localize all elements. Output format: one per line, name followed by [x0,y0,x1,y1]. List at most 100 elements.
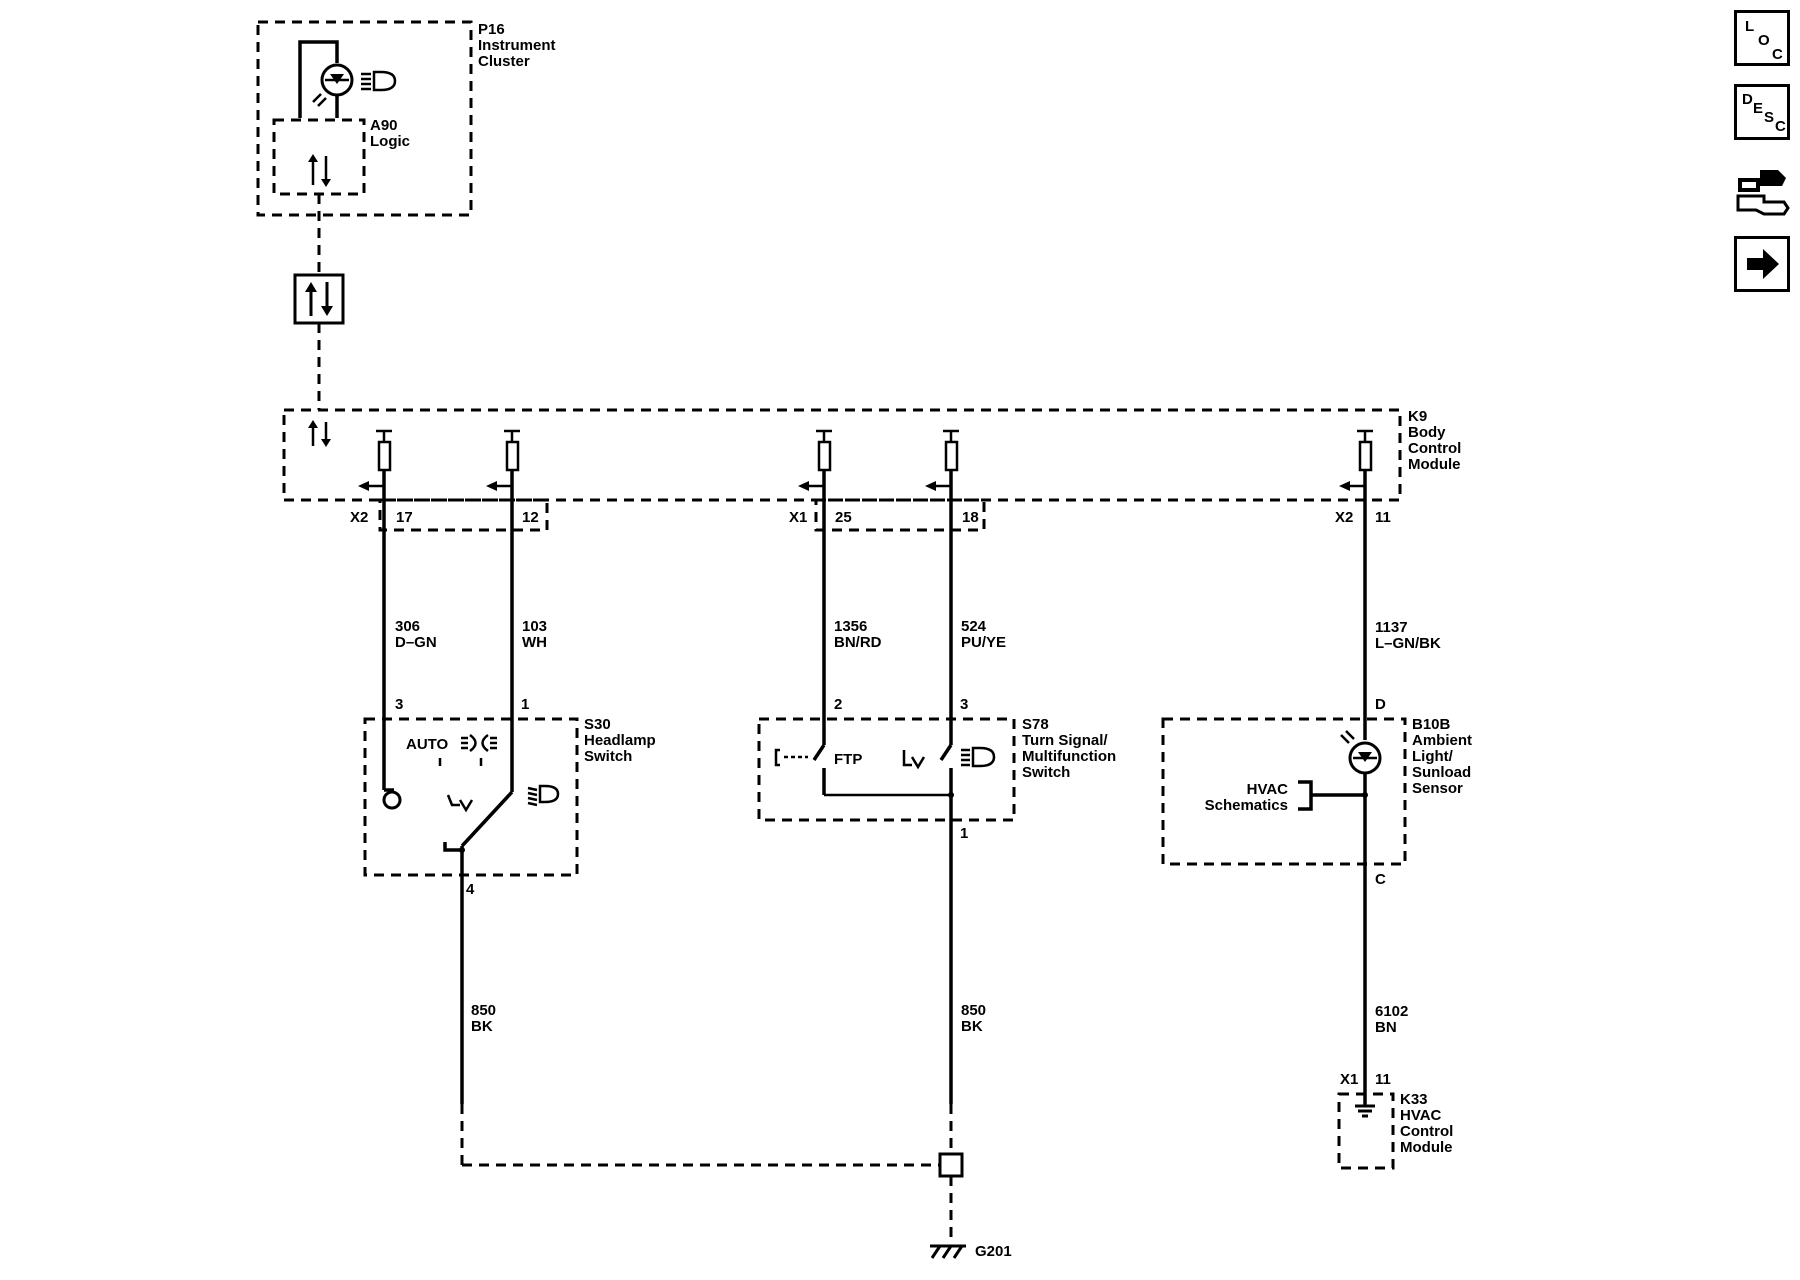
s78-pin-1: 1 [960,825,968,842]
k33-hvac-control-module: X1 11 K33 HVAC Control Module [1337,1071,1453,1170]
b10b-ref: B10B [1412,716,1451,733]
loc-letter-l: L [1745,18,1755,35]
connector-end-view-icon [1736,170,1790,216]
s78-name-2: Multifunction [1022,748,1116,765]
location-button[interactable]: L O C [1734,10,1790,66]
wire-6102-color: BN [1375,1019,1397,1036]
desc-letter-s: S [1764,109,1775,126]
wire-850a-circuit: 850 [471,1002,496,1019]
serial-data-arrows-icon [308,154,331,187]
k9-name-3: Module [1408,456,1461,473]
k33-name-3: Module [1400,1139,1453,1156]
wire-306: 306 D–GN [382,470,437,790]
p16-instrument-cluster: P16 Instrument Cluster A90 Logic [256,20,556,217]
s30-pin-4: 4 [466,881,475,898]
chassis-ground-icon [1355,1090,1375,1118]
b10b-ambient-light-sensor: B10B Ambient Light/ Sunload Sensor D C H… [1161,696,1472,1090]
b10b-name-2: Light/ [1412,748,1454,765]
s78-name-3: Switch [1022,764,1070,781]
b10b-pin-d: D [1375,696,1386,713]
s30-headlamp-switch: S30 Headlamp Switch 3 1 4 AUTO [363,696,656,1104]
desc-letter-c: C [1775,118,1786,135]
p16-ref: P16 [478,21,505,38]
headlamp-low-beam-icon [527,784,560,807]
wire-1137: 1137 L–GN/BK [1363,470,1441,740]
right-arrow-icon [1747,249,1779,279]
s30-ref: S30 [584,716,611,733]
description-button[interactable]: D E S C [1734,84,1790,140]
wire-850b-circuit: 850 [961,1002,986,1019]
k33-ref: K33 [1400,1091,1428,1108]
wire-1137-circuit: 1137 [1375,619,1408,636]
wire-524-circuit: 524 [961,618,987,635]
k9-input-25 [798,429,832,491]
k9-input-11 [1339,429,1373,491]
a90-logic: A90 Logic [272,117,410,196]
k9-conn-x1: X1 [789,509,807,526]
ground-symbol-icon [930,1244,966,1259]
k9-pin-18: 18 [962,509,979,526]
s78-turn-signal-switch: S78 Turn Signal/ Multifunction Switch 2 … [757,696,1116,1104]
k9-input-17 [358,429,392,491]
k33-conn-x1: X1 [1340,1071,1358,1088]
k9-body-control-module: K9 Body Control Module [282,408,1461,532]
b10b-name-1: Ambient [1412,732,1472,749]
k9-pin-11: 11 [1375,509,1391,526]
s30-name-1: Headlamp [584,732,656,749]
off-position-symbol-icon [446,794,474,813]
wire-1137-color: L–GN/BK [1375,635,1441,652]
k9-conn-x2-b: X2 [1335,509,1353,526]
next-page-button[interactable] [1734,236,1790,292]
k9-input-12 [486,429,520,491]
wire-306-circuit: 306 [395,618,420,635]
p16-name-2: Cluster [478,53,530,70]
wire-850b-color: BK [961,1018,983,1035]
s30-pin-1: 1 [521,696,529,713]
off-position-symbol-icon [902,750,926,770]
wire-850a-color: BK [471,1018,493,1035]
b10b-hvac-ref-1: HVAC [1247,781,1289,798]
p16-name-1: Instrument [478,37,556,54]
serial-data-inline-arrows-icon [305,282,333,316]
b10b-name-4: Sensor [1412,780,1463,797]
a90-ref: A90 [370,117,398,134]
connector-end-view-button[interactable] [1734,156,1790,216]
wire-103-color: WH [522,634,547,651]
s30-auto-label: AUTO [406,736,449,753]
s30-pin-3: 3 [395,696,403,713]
k9-input-18 [925,429,959,491]
s78-ref: S78 [1022,716,1049,733]
wire-524: 524 PU/YE [949,470,1006,745]
wire-6102-circuit: 6102 [1375,1003,1408,1020]
parking-lamp-icon [461,733,497,753]
k9-conn-x2-a: X2 [350,509,368,526]
k9-pin-12: 12 [522,509,539,526]
s78-ftp-label: FTP [834,751,862,768]
k33-name-2: Control [1400,1123,1453,1140]
serial-data-link [293,194,345,410]
desc-letter-d: D [1742,91,1753,108]
k9-name-1: Body [1408,424,1446,441]
loc-letter-c: C [1772,46,1783,63]
k9-pin-25: 25 [835,509,852,526]
g201-ref: G201 [975,1243,1012,1260]
high-beam-indicator-lamp-icon [298,40,397,118]
wire-103: 103 WH [510,470,547,768]
wire-1356-color: BN/RD [834,634,882,651]
s78-pin-2: 2 [834,696,842,713]
s30-name-2: Switch [584,748,632,765]
k33-name-1: HVAC [1400,1107,1442,1124]
high-beam-icon [961,746,996,768]
b10b-hvac-ref-2: Schematics [1205,797,1288,814]
b10b-pin-c: C [1375,871,1386,888]
ground-g201: G201 [460,1104,1012,1260]
wire-103-circuit: 103 [522,618,547,635]
k9-ref: K9 [1408,408,1427,425]
k9-serial-arrows-icon [308,420,331,447]
wire-306-color: D–GN [395,634,437,651]
desc-letter-e: E [1753,100,1764,117]
b10b-name-3: Sunload [1412,764,1471,781]
photo-diode-icon [1340,730,1382,775]
loc-letter-o: O [1758,32,1770,49]
s78-name-1: Turn Signal/ [1022,732,1108,749]
